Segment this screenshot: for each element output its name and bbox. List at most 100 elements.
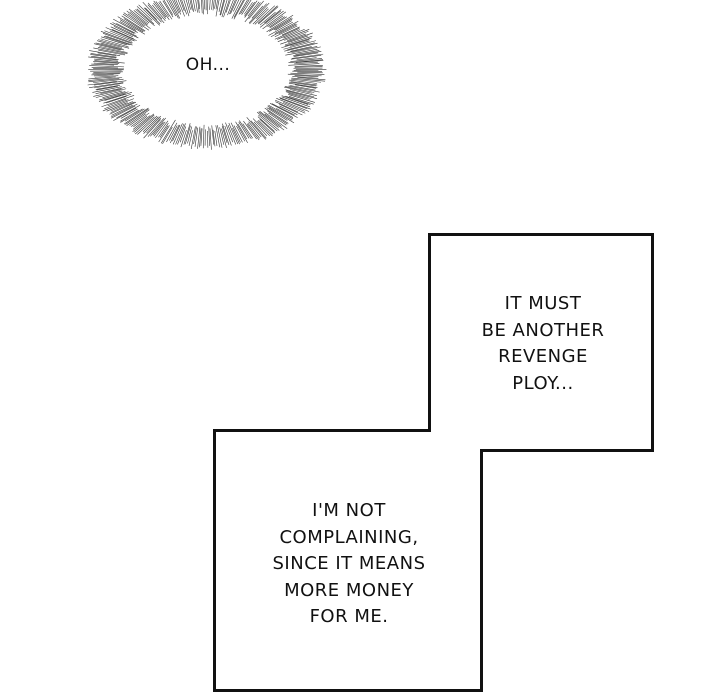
burst-line <box>162 126 173 144</box>
burst-line <box>197 0 200 14</box>
burst-line <box>107 98 127 107</box>
burst-line <box>102 98 135 112</box>
burst-line <box>92 78 124 83</box>
burst-line <box>225 0 231 13</box>
burst-line <box>123 107 149 125</box>
burst-line <box>218 0 222 12</box>
burst-line <box>126 109 150 126</box>
burst-line <box>190 0 195 13</box>
burst-line <box>88 78 120 83</box>
burst-line <box>97 47 128 54</box>
burst-line <box>289 81 317 87</box>
burst-line <box>281 26 300 36</box>
burst-line <box>98 39 130 49</box>
burst-line <box>124 108 145 122</box>
burst-line <box>233 125 243 143</box>
burst-line <box>143 7 161 25</box>
burst-line <box>266 107 288 121</box>
burst-line <box>184 125 191 145</box>
burst-line <box>94 58 119 62</box>
burst-line <box>232 128 240 145</box>
burst-line <box>217 125 223 148</box>
caption-line: REVENGE <box>498 346 588 367</box>
burst-line <box>233 0 245 20</box>
burst-line <box>159 125 169 138</box>
burst-line <box>93 74 114 77</box>
burst-line <box>269 16 286 28</box>
burst-line <box>142 1 162 23</box>
burst-line <box>111 105 136 119</box>
burst-line <box>95 87 126 95</box>
burst-line <box>126 10 151 29</box>
burst-line <box>111 104 133 116</box>
burst-line <box>95 90 123 98</box>
burst-line <box>286 90 318 99</box>
burst-line <box>224 125 232 146</box>
burst-line <box>93 43 121 51</box>
burst-line <box>99 91 129 101</box>
burst-line <box>119 21 137 31</box>
caption-line: IT MUST <box>504 293 582 314</box>
burst-line <box>175 123 185 145</box>
burst-line <box>109 30 135 42</box>
burst-line <box>105 27 137 41</box>
burst-line <box>110 26 133 38</box>
caption-bottom: I'M NOT COMPLAINING, SINCE IT MEANS MORE… <box>215 498 483 631</box>
burst-line <box>288 63 320 66</box>
burst-line <box>134 114 155 133</box>
burst-line <box>287 33 306 41</box>
burst-line <box>209 0 211 10</box>
burst-line <box>252 8 269 25</box>
burst-line <box>90 54 117 59</box>
burst-line <box>288 82 318 88</box>
burst-line <box>239 120 252 140</box>
burst-line <box>275 101 299 113</box>
burst-line <box>113 26 139 39</box>
burst-line <box>91 55 119 60</box>
burst-line <box>221 125 228 143</box>
burst-line <box>175 0 182 12</box>
burst-line <box>207 0 209 15</box>
burst-line <box>211 125 215 145</box>
burst-line <box>231 0 242 19</box>
burst-line <box>169 125 178 141</box>
burst-line <box>209 128 212 150</box>
burst-line <box>136 6 153 21</box>
burst-line <box>135 9 155 26</box>
burst-line <box>283 28 305 39</box>
burst-line <box>230 0 237 14</box>
burst-line <box>127 13 145 27</box>
burst-line <box>163 0 174 15</box>
burst-line <box>270 16 288 28</box>
burst-line <box>189 0 193 11</box>
burst-line <box>219 0 225 16</box>
burst-line <box>267 105 293 121</box>
burst-line <box>212 129 216 147</box>
burst-line <box>100 38 129 48</box>
burst-line <box>228 122 239 145</box>
burst-line <box>87 81 117 86</box>
burst-line <box>285 48 318 56</box>
burst-line <box>173 0 182 15</box>
burst-line <box>291 77 326 82</box>
burst-line <box>288 35 309 43</box>
burst-line <box>276 108 294 118</box>
burst-line <box>258 119 274 135</box>
burst-line <box>212 0 215 11</box>
burst-line <box>290 55 322 60</box>
burst-line <box>254 5 276 25</box>
burst-line <box>296 57 317 61</box>
burst-line <box>230 122 241 143</box>
burst-line <box>193 126 197 145</box>
burst-line <box>187 0 191 10</box>
burst-line <box>279 103 303 116</box>
burst-line <box>93 61 120 64</box>
burst-line <box>258 114 278 132</box>
burst-line <box>143 115 161 134</box>
burst-line <box>240 0 250 14</box>
burst-line <box>262 11 287 30</box>
burst-line <box>145 7 158 20</box>
burst-line <box>244 2 253 15</box>
burst-line <box>267 15 284 27</box>
burst-line <box>106 96 127 104</box>
